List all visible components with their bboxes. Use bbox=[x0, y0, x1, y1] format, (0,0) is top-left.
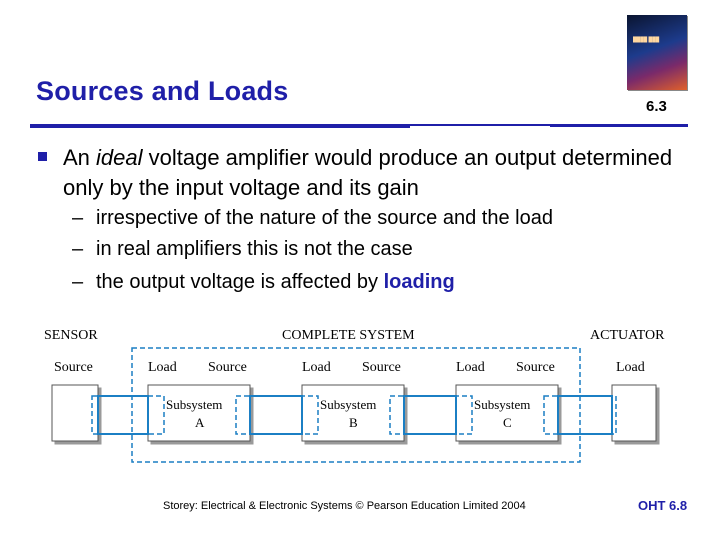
system-diagram: SENSOR COMPLETE SYSTEM ACTUATOR Source L… bbox=[44, 328, 665, 463]
link-sensor-a bbox=[97, 395, 149, 435]
oht-number: OHT 6.8 bbox=[638, 498, 688, 513]
link-a-b bbox=[249, 395, 303, 435]
sensor-source-label: Source bbox=[54, 360, 93, 375]
subsystem-c-title: Subsystem bbox=[474, 397, 530, 412]
subsystem-b-box bbox=[301, 384, 405, 442]
sensor-box bbox=[51, 384, 99, 442]
actuator-box bbox=[611, 384, 657, 442]
link-c-actuator bbox=[557, 395, 613, 435]
actuator-label: ACTUATOR bbox=[590, 328, 665, 343]
subsystem-c-source-label: Source bbox=[516, 360, 555, 375]
sub-bullet-text: the output voltage is affected by bbox=[96, 271, 384, 293]
subsystem-b-title: Subsystem bbox=[320, 397, 376, 412]
complete-system-boundary bbox=[131, 347, 581, 463]
book-cover-decoration: ████ ███ bbox=[633, 37, 660, 43]
loading-highlight: loading bbox=[383, 271, 455, 293]
bullet-post: voltage amplifier would produce an outpu… bbox=[63, 145, 673, 200]
bullet-pre: An bbox=[63, 145, 97, 170]
sub-bullet-text: in real amplifiers this is not the case bbox=[96, 238, 413, 260]
link-b-c bbox=[403, 395, 457, 435]
subsystem-c-letter: C bbox=[503, 415, 512, 430]
bullet-emphasis: ideal bbox=[96, 145, 143, 170]
subsystem-b-letter: B bbox=[349, 415, 358, 430]
subsystem-a-source-label: Source bbox=[208, 360, 247, 375]
sub-bullet-text: irrespective of the nature of the source… bbox=[96, 207, 553, 229]
title-rule-thin bbox=[410, 124, 688, 126]
subsystem-b-load-label: Load bbox=[302, 360, 331, 375]
subsystem-a-load-label: Load bbox=[148, 360, 177, 375]
slide-title: Sources and Loads bbox=[36, 76, 289, 106]
sub-bullet-3: –the output voltage is affected by loadi… bbox=[72, 270, 455, 294]
footer-copyright: Storey: Electrical & Electronic Systems … bbox=[163, 500, 526, 512]
actuator-load-label: Load bbox=[616, 360, 645, 375]
complete-system-label: COMPLETE SYSTEM bbox=[282, 328, 415, 343]
dash-icon: – bbox=[72, 207, 84, 229]
subsystem-a-letter: A bbox=[195, 415, 205, 430]
sensor-label: SENSOR bbox=[44, 328, 98, 343]
subsystem-a-title: Subsystem bbox=[166, 397, 222, 412]
subsystem-b-source-label: Source bbox=[362, 360, 401, 375]
dash-icon: – bbox=[72, 271, 84, 293]
section-number: 6.3 bbox=[646, 98, 667, 115]
dash-icon: – bbox=[72, 238, 84, 260]
bullet-square-icon bbox=[38, 152, 47, 161]
title-rule-thick bbox=[30, 124, 410, 128]
main-bullet: An ideal voltage amplifier would produce… bbox=[63, 143, 683, 203]
sub-bullet-2: –in real amplifiers this is not the case bbox=[72, 237, 413, 261]
subsystem-c-load-label: Load bbox=[456, 360, 485, 375]
title-rule-right bbox=[550, 124, 688, 127]
book-cover-image: ████ ███ bbox=[627, 15, 687, 90]
sub-bullet-1: –irrespective of the nature of the sourc… bbox=[72, 206, 553, 230]
